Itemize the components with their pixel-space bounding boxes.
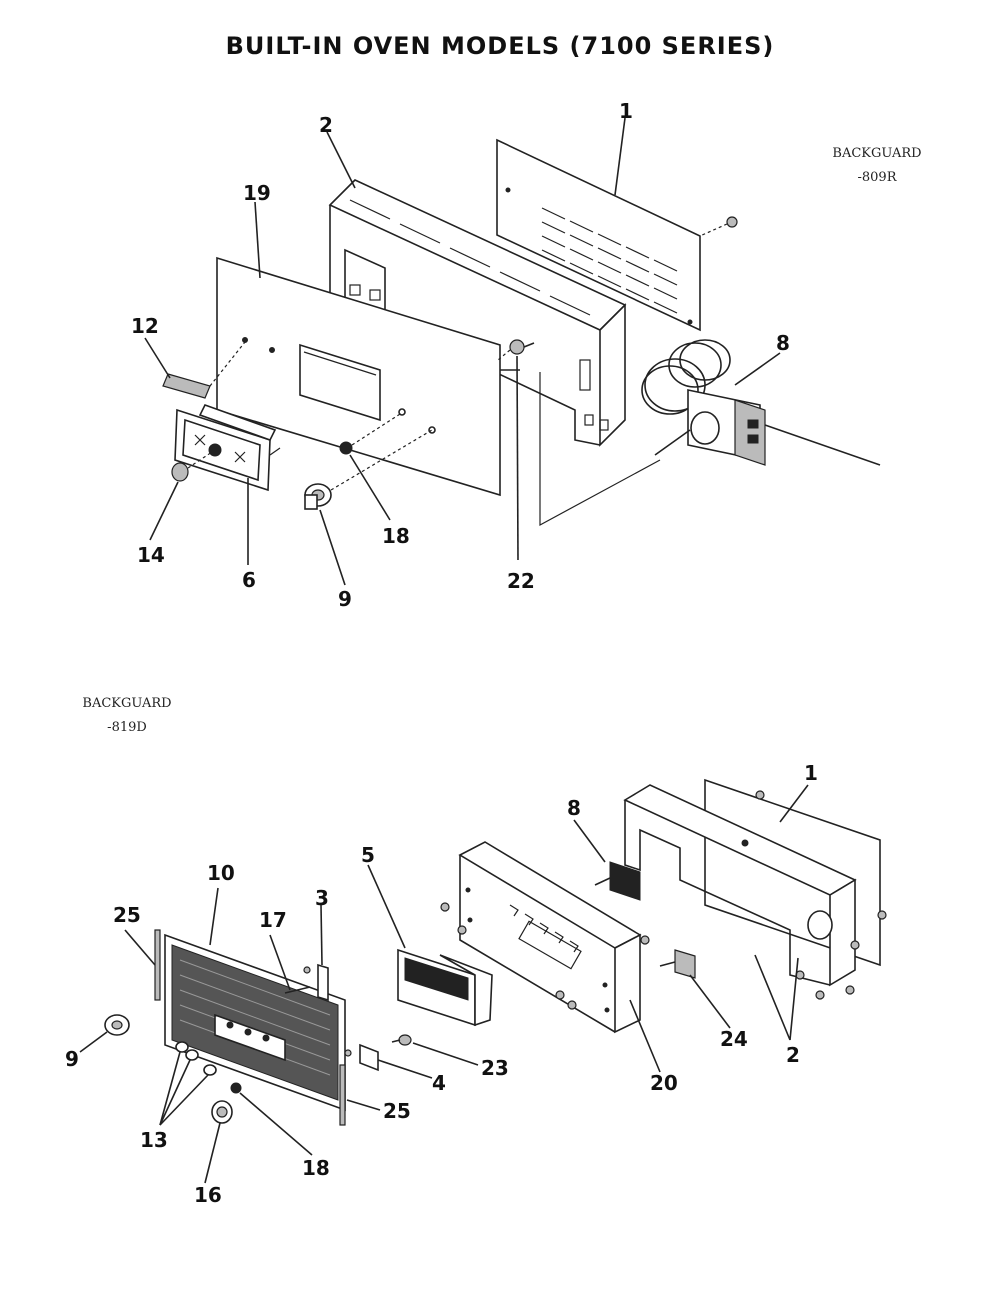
part-18-nut-bottom	[230, 1082, 242, 1094]
page-title: BUILT-IN OVEN MODELS (7100 SERIES)	[225, 32, 775, 60]
part-3-bracket	[317, 963, 329, 1002]
bottom-leader-lines	[79, 784, 809, 1184]
part-5-timer-module	[397, 948, 493, 1027]
screw-icon	[726, 216, 738, 228]
callout-bottom-2: 2	[786, 1043, 800, 1067]
part-6-timer-module	[174, 404, 281, 492]
callout-top-1: 1	[619, 99, 633, 123]
callout-top-8: 8	[776, 331, 790, 355]
callout-numbers: 1 2 19 12 8 14 6 9 18 22 1 8 5 10 25 17 …	[65, 99, 818, 1207]
part-14-knob	[171, 451, 213, 482]
callout-top-18: 18	[382, 524, 410, 548]
bottom-assembly	[79, 778, 887, 1184]
callout-bottom-13: 13	[140, 1128, 168, 1152]
callout-top-14: 14	[137, 543, 165, 567]
top-assembly	[144, 117, 881, 586]
callout-bottom-23: 23	[481, 1056, 509, 1080]
part-18-nut	[339, 413, 401, 455]
part-13-knobs	[175, 1041, 217, 1076]
callout-bottom-24: 24	[720, 1027, 748, 1051]
section-label-bottom-line1: BACKGUARD	[82, 696, 172, 711]
callout-bottom-16: 16	[194, 1183, 222, 1207]
section-label-bottom: BACKGUARD -819D	[72, 692, 182, 740]
part-23-screw	[391, 1034, 412, 1046]
part-19-front-panel	[216, 256, 501, 497]
callout-top-6: 6	[242, 568, 256, 592]
callout-bottom-25-left: 25	[113, 903, 141, 927]
part-10-control-panel	[164, 933, 346, 1112]
section-label-top-line2: -809R	[857, 170, 897, 185]
callout-bottom-1: 1	[804, 761, 818, 785]
part-24-switch	[659, 949, 696, 979]
callout-bottom-20: 20	[650, 1071, 678, 1095]
callout-bottom-4: 4	[432, 1071, 446, 1095]
part-9-knob	[104, 1014, 130, 1036]
section-label-top: BACKGUARD -809R	[822, 142, 932, 190]
callout-top-19: 19	[243, 181, 271, 205]
part-12-badge	[162, 341, 246, 399]
callout-bottom-5: 5	[361, 843, 375, 867]
part-9-control-knob	[304, 429, 433, 510]
callout-bottom-25-right: 25	[383, 1099, 411, 1123]
part-22-socket	[497, 339, 535, 361]
part-8-thermostat	[500, 339, 881, 527]
part-20-housing	[440, 841, 650, 1034]
callout-top-2: 2	[319, 113, 333, 137]
part-17-screw	[284, 966, 311, 994]
callout-bottom-9: 9	[65, 1047, 79, 1071]
callout-bottom-18: 18	[302, 1156, 330, 1180]
section-label-top-line1: BACKGUARD	[832, 146, 922, 161]
part-2-bottom-chassis	[623, 784, 860, 1000]
part-8-switch	[594, 861, 641, 901]
callout-top-9: 9	[338, 587, 352, 611]
top-leader-lines	[144, 117, 781, 586]
part-2-chassis	[328, 179, 627, 447]
callout-top-22: 22	[507, 569, 535, 593]
callout-top-12: 12	[131, 314, 159, 338]
callout-bottom-10: 10	[207, 861, 235, 885]
part-1-back-panel	[496, 138, 738, 332]
callout-bottom-8: 8	[567, 796, 581, 820]
part-16-knob	[211, 1100, 233, 1124]
callout-bottom-17: 17	[259, 908, 287, 932]
callout-bottom-3: 3	[315, 886, 329, 910]
part-4-bracket	[344, 1043, 379, 1072]
section-label-bottom-line2: -819D	[107, 720, 147, 735]
